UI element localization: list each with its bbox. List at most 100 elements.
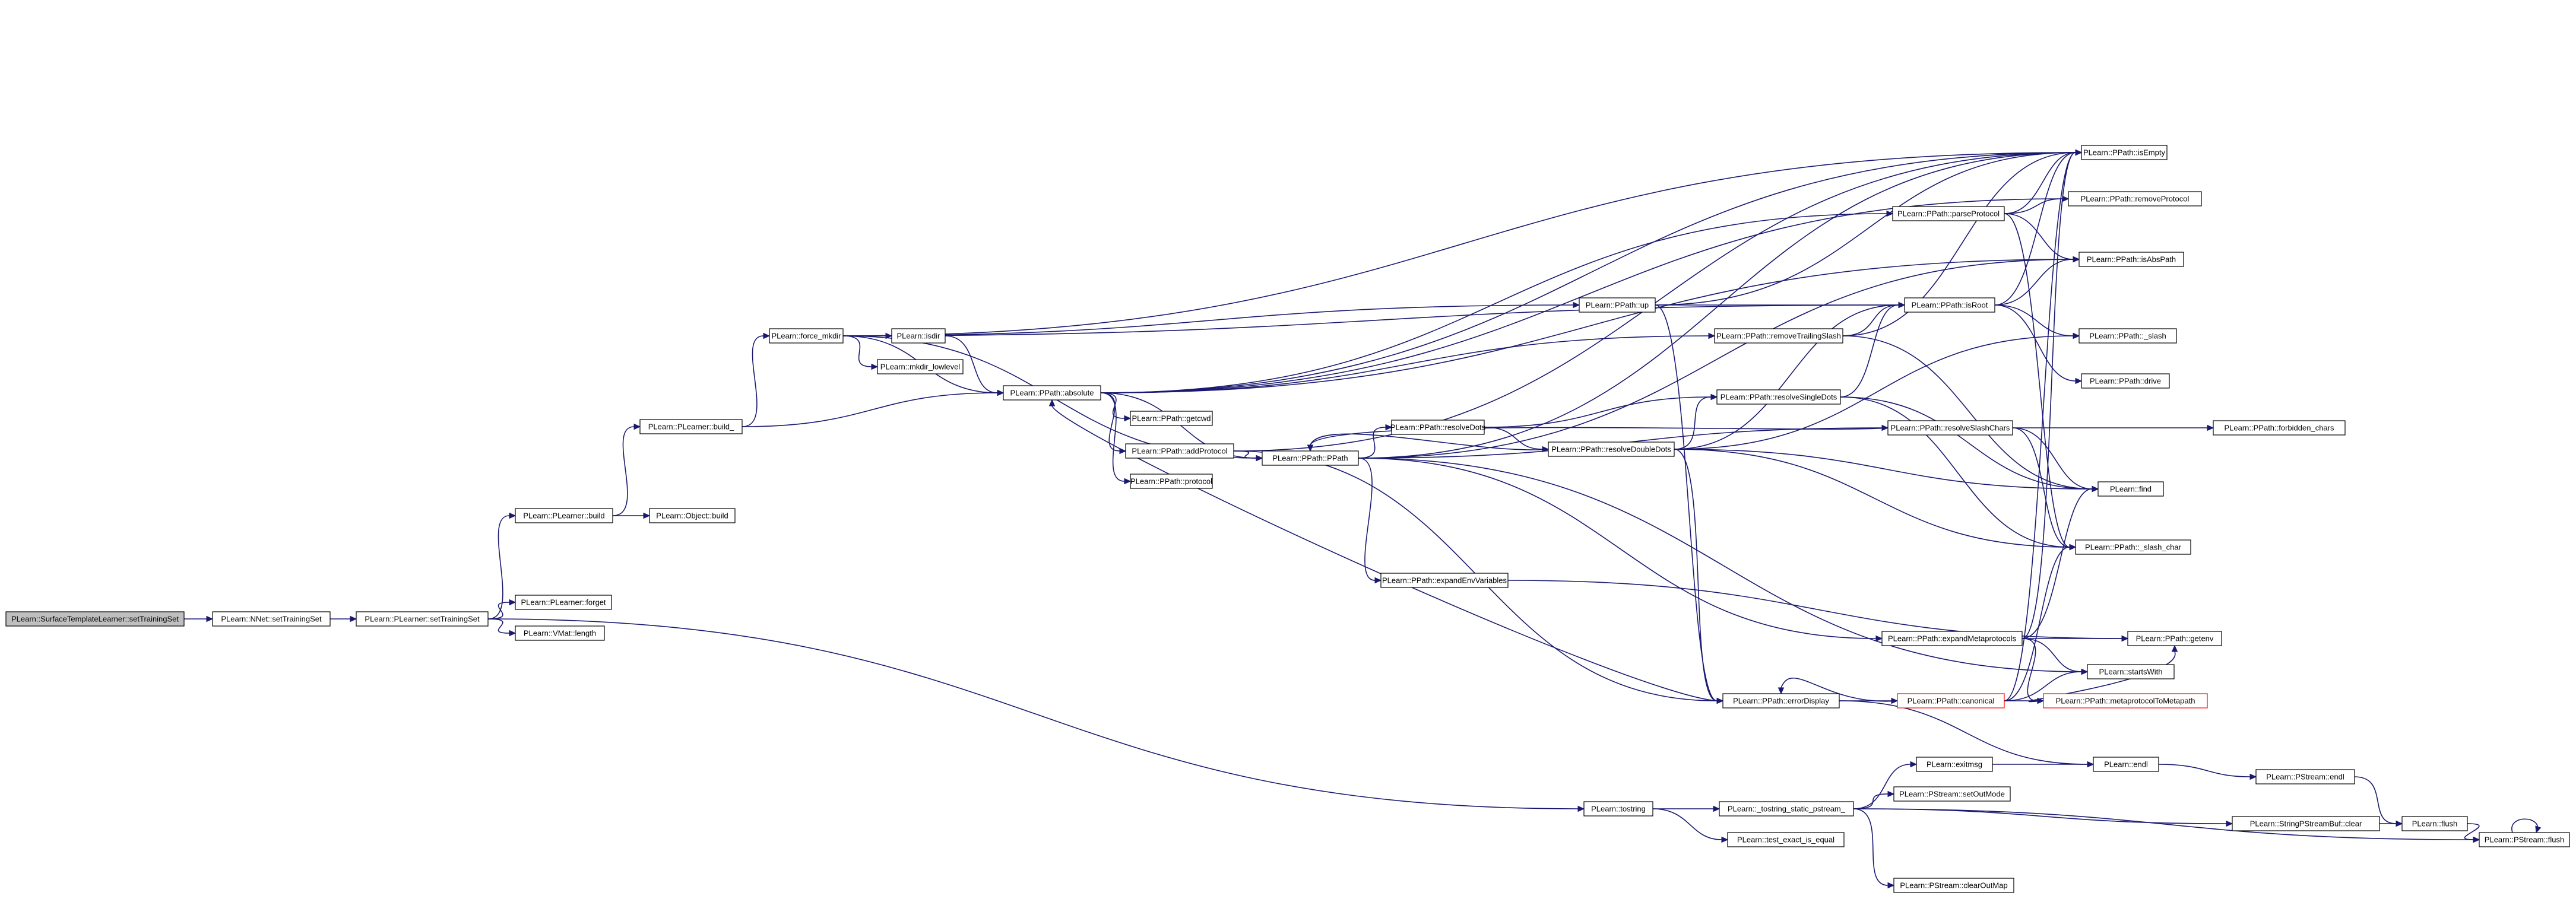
edge-plearn-endl-to-plearn-pstream-endl bbox=[2158, 764, 2257, 780]
node-plearn-endl[interactable]: PLearn::endl bbox=[2093, 757, 2159, 772]
node-box bbox=[1714, 328, 1843, 344]
node-plearn-ppath-parseprotocol[interactable]: PLearn::PPath::parseProtocol bbox=[1892, 206, 2005, 221]
node-plearn-ppath-resolveslashchars[interactable]: PLearn::PPath::resolveSlashChars bbox=[1887, 420, 2013, 436]
node-plearn-plearner-settrainingset[interactable]: PLearn::PLearner::setTrainingSet bbox=[356, 611, 489, 627]
edge-line bbox=[2004, 152, 2076, 701]
node-plearn-ppath-forbidden-chars[interactable]: PLearn::PPath::forbidden_chars bbox=[2213, 420, 2346, 436]
edge-line bbox=[487, 618, 510, 634]
node-plearn-pstream-flush[interactable]: PLearn::PStream::flush bbox=[2479, 832, 2570, 847]
node-plearn-tostring-static-pstream[interactable]: PLearn::_tostring_static_pstream_ bbox=[1719, 801, 1854, 817]
edge-line bbox=[1994, 304, 2076, 382]
edge-plearn-ppath-resolvedoubledots-to-plearn-find bbox=[1674, 449, 2099, 493]
node-box bbox=[356, 611, 489, 627]
edge-line bbox=[2004, 152, 2076, 214]
node-plearn-force-mkdir[interactable]: PLearn::force_mkdir bbox=[769, 328, 844, 344]
edge-arrowhead bbox=[509, 512, 517, 519]
edge-plearn-ppath-expandmetaprotocols-to-plearn-ppath-isempty bbox=[2021, 149, 2083, 639]
node-plearn-vmat-length[interactable]: PLearn::VMat::length bbox=[515, 625, 605, 641]
edge-arrowhead bbox=[1910, 761, 1918, 768]
node-plearn-ppath-expandenvvariables[interactable]: PLearn::PPath::expandEnvVariables bbox=[1380, 573, 1509, 588]
node-plearn-ppath-drive[interactable]: PLearn::PPath::drive bbox=[2081, 373, 2170, 389]
node-label: PLearn::PPath::_slash bbox=[2089, 332, 2166, 341]
edge-arrowhead bbox=[2081, 668, 2089, 675]
edge-plearn-ppath-isroot-to-plearn-ppath-isempty bbox=[1994, 149, 2083, 306]
edge-arrowhead bbox=[1374, 577, 1382, 584]
node-plearn-ppath-absolute[interactable]: PLearn::PPath::absolute bbox=[1003, 385, 1101, 401]
node-label: PLearn::isdir bbox=[897, 332, 941, 341]
node-plearn-ppath-slash[interactable]: PLearn::PPath::_slash bbox=[2078, 328, 2177, 344]
edge-plearn-ppath-resolveslashchars-to-plearn-ppath-ppath bbox=[1307, 427, 1889, 452]
node-plearn-pstream-setoutmode[interactable]: PLearn::PStream::setOutMode bbox=[1893, 786, 2011, 802]
node-plearn-object-build[interactable]: PLearn::Object::build bbox=[649, 508, 736, 523]
node-plearn-pstream-endl[interactable]: PLearn::PStream::endl bbox=[2255, 769, 2355, 784]
node-plearn-flush[interactable]: PLearn::flush bbox=[2401, 816, 2468, 831]
edge-line bbox=[2021, 638, 2082, 672]
edge-line bbox=[842, 152, 2076, 336]
edge-arrowhead bbox=[2473, 836, 2480, 843]
edge-arrowhead bbox=[1886, 210, 1894, 217]
node-label: PLearn::PPath::resolveDoubleDots bbox=[1551, 445, 1671, 454]
node-plearn-ppath-resolvedots[interactable]: PLearn::PPath::resolveDots bbox=[1390, 420, 1486, 435]
node-label: PLearn::PPath::errorDisplay bbox=[1733, 697, 1829, 706]
node-plearn-ppath-metaprotocoltometapath[interactable]: PLearn::PPath::metaprotocolToMetapath bbox=[2043, 693, 2208, 709]
edge-plearn-ppath-ppath-to-plearn-ppath-expandmetaprotocols bbox=[1358, 458, 1883, 642]
node-plearn-find[interactable]: PLearn::find bbox=[2097, 481, 2164, 497]
node-plearn-ppath-resolvedoubledots[interactable]: PLearn::PPath::resolveDoubleDots bbox=[1548, 441, 1675, 457]
edge-arrowhead bbox=[2396, 820, 2403, 827]
node-plearn-ppath-getenv[interactable]: PLearn::PPath::getenv bbox=[2127, 631, 2222, 646]
edge-arrowhead bbox=[1573, 301, 1580, 309]
edge-plearn-ppath-resolvedoubledots-to-plearn-ppath-slash-char bbox=[1674, 449, 2077, 551]
node-plearn-ppath-canonical[interactable]: PLearn::PPath::canonical bbox=[1897, 693, 2005, 709]
edge-line bbox=[2029, 651, 2176, 703]
node-plearn-isdir[interactable]: PLearn::isdir bbox=[891, 328, 946, 344]
edge-arrowhead bbox=[2073, 332, 2080, 339]
node-plearn-ppath-expandmetaprotocols[interactable]: PLearn::PPath::expandMetaprotocols bbox=[1881, 631, 2023, 646]
node-plearn-startswith[interactable]: PLearn::startsWith bbox=[2087, 664, 2175, 679]
node-label: PLearn::PStream::endl bbox=[2266, 773, 2344, 782]
node-box bbox=[1583, 801, 1653, 817]
edge-plearn-force-mkdir-to-plearn-mkdir-lowlevel bbox=[842, 335, 879, 370]
node-plearn-ppath-isabspath[interactable]: PLearn::PPath::isAbsPath bbox=[2078, 252, 2184, 267]
edge-arrowhead bbox=[1708, 332, 1716, 339]
node-box bbox=[2213, 420, 2346, 436]
node-plearn-ppath-removetrailingslash[interactable]: PLearn::PPath::removeTrailingSlash bbox=[1714, 328, 1843, 344]
node-plearn-plearner-forget[interactable]: PLearn::PLearner::forget bbox=[515, 595, 612, 610]
node-plearn-stringpstreambuf-clear[interactable]: PLearn::StringPStreamBuf::clear bbox=[2232, 816, 2380, 831]
node-plearn-ppath-isroot[interactable]: PLearn::PPath::isRoot bbox=[1904, 297, 1995, 313]
node-box bbox=[2043, 693, 2208, 709]
node-plearn-ppath-removeprotocol[interactable]: PLearn::PPath::removeProtocol bbox=[2068, 191, 2202, 207]
edge-line bbox=[612, 426, 635, 516]
node-label: PLearn::PPath::parseProtocol bbox=[1897, 209, 2000, 218]
node-plearn-tostring[interactable]: PLearn::tostring bbox=[1583, 801, 1653, 817]
node-plearn-ppath-addprotocol[interactable]: PLearn::PPath::addProtocol bbox=[1125, 443, 1234, 459]
edge-arrowhead bbox=[1577, 805, 1585, 812]
node-box bbox=[1881, 631, 2023, 646]
node-label: PLearn::exitmsg bbox=[1927, 760, 1982, 769]
node-plearn-ppath-slash-char[interactable]: PLearn::PPath::_slash_char bbox=[2075, 539, 2191, 555]
edge-line bbox=[1100, 392, 1120, 452]
node-plearn-ppath-errordisplay[interactable]: PLearn::PPath::errorDisplay bbox=[1722, 693, 1840, 709]
node-plearn-ppath-resolvesingledots[interactable]: PLearn::PPath::resolveSingleDots bbox=[1716, 389, 1841, 405]
edge-arrowhead bbox=[1875, 635, 1883, 642]
edge-plearn-plearner-settrainingset-to-plearn-plearner-build bbox=[487, 512, 517, 620]
edge-line bbox=[742, 392, 998, 427]
node-plearn-mkdir-lowlevel[interactable]: PLearn::mkdir_lowlevel bbox=[877, 359, 964, 374]
node-box bbox=[1719, 801, 1854, 817]
edge-arrowhead bbox=[2069, 544, 2077, 551]
node-plearn-ppath-protocol[interactable]: PLearn::PPath::protocol bbox=[1130, 474, 1213, 489]
node-plearn-ppath-isempty[interactable]: PLearn::PPath::isEmpty bbox=[2081, 145, 2168, 160]
node-box bbox=[1893, 878, 2014, 893]
node-plearn-ppath-up[interactable]: PLearn::PPath::up bbox=[1579, 297, 1656, 313]
node-plearn-ppath-getcwd[interactable]: PLearn::PPath::getcwd bbox=[1130, 411, 1213, 426]
node-plearn-test-exact-is-equal[interactable]: PLearn::test_exact_is_equal bbox=[1727, 832, 1845, 847]
node-plearn-plearner-build[interactable]: PLearn::PLearner::build_ bbox=[639, 419, 743, 434]
node-plearn-ppath-ppath[interactable]: PLearn::PPath::PPath bbox=[1262, 450, 1359, 466]
node-plearn-nnet-settrainingset[interactable]: PLearn::NNet::setTrainingSet bbox=[212, 611, 331, 627]
edge-line bbox=[1358, 427, 1386, 459]
node-plearn-plearner-build[interactable]: PLearn::PLearner::build bbox=[515, 508, 613, 523]
node-plearn-exitmsg[interactable]: PLearn::exitmsg bbox=[1916, 757, 1993, 772]
node-box bbox=[1897, 693, 2005, 709]
edge-arrowhead bbox=[1124, 415, 1132, 422]
node-box bbox=[2068, 191, 2202, 207]
node-plearn-pstream-clearoutmap[interactable]: PLearn::PStream::clearOutMap bbox=[1893, 878, 2014, 893]
